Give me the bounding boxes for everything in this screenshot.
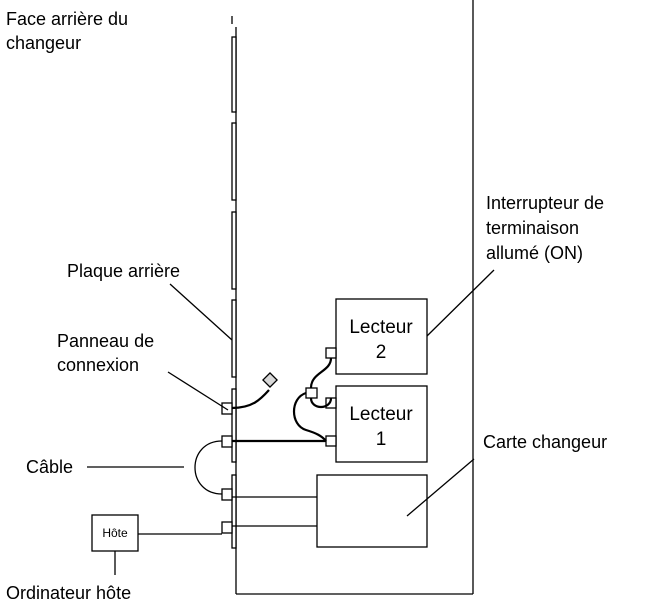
label-interrupteur-line3: allumé (ON) <box>486 243 583 263</box>
drive-2: Lecteur 2 <box>335 298 428 375</box>
board-links <box>232 496 317 527</box>
rear-plates <box>231 16 237 378</box>
terminator-plug <box>262 372 278 388</box>
drive-1-label: Lecteur <box>349 404 413 425</box>
label-cable: Câble <box>26 457 73 477</box>
label-panneau-line1: Panneau de <box>57 331 154 351</box>
label-panneau-line2: connexion <box>57 355 139 375</box>
panel-connector <box>221 521 233 534</box>
terminator-cable <box>231 372 278 410</box>
leader-panneau <box>167 371 229 411</box>
drive-2-label: Lecteur <box>349 317 413 338</box>
leader-lines <box>87 269 495 517</box>
panel-connector <box>221 435 233 448</box>
label-plaque: Plaque arrière <box>67 261 180 281</box>
leader-carte <box>406 458 475 517</box>
label-interrupteur-line1: Interrupteur de <box>486 193 604 213</box>
host-box <box>91 514 139 552</box>
drive-2-number: 2 <box>376 342 387 363</box>
drive-1: Lecteur 1 <box>335 385 428 463</box>
drive-1-connector-bottom <box>325 435 337 447</box>
rear-plate <box>231 122 237 201</box>
rear-plate <box>231 36 237 113</box>
drive-1-number: 1 <box>376 429 387 450</box>
panel-connector <box>221 402 233 415</box>
drive-1-box <box>335 385 428 463</box>
inline-connector <box>305 387 318 399</box>
label-rear-face-line1: Face arrière du <box>6 9 128 29</box>
label-rear-face-line2: changeur <box>6 33 81 53</box>
host-computer: Hôte <box>91 514 222 575</box>
label-carte: Carte changeur <box>483 432 607 452</box>
drive-2-connector <box>325 347 337 359</box>
connection-panel <box>221 388 237 549</box>
leader-interrupteur <box>426 269 495 337</box>
drive-cables <box>232 357 333 443</box>
rear-plate <box>231 299 237 378</box>
label-interrupteur-line2: terminaison <box>486 218 579 238</box>
host-label: Hôte <box>102 526 128 540</box>
rear-plate <box>231 211 237 290</box>
leader-plaque <box>169 283 233 341</box>
changer-board-box <box>316 474 428 548</box>
external-loop-cable <box>194 440 223 495</box>
panel-connector <box>221 488 233 501</box>
label-ordinateur: Ordinateur hôte <box>6 583 131 603</box>
drive-2-box <box>335 298 428 375</box>
